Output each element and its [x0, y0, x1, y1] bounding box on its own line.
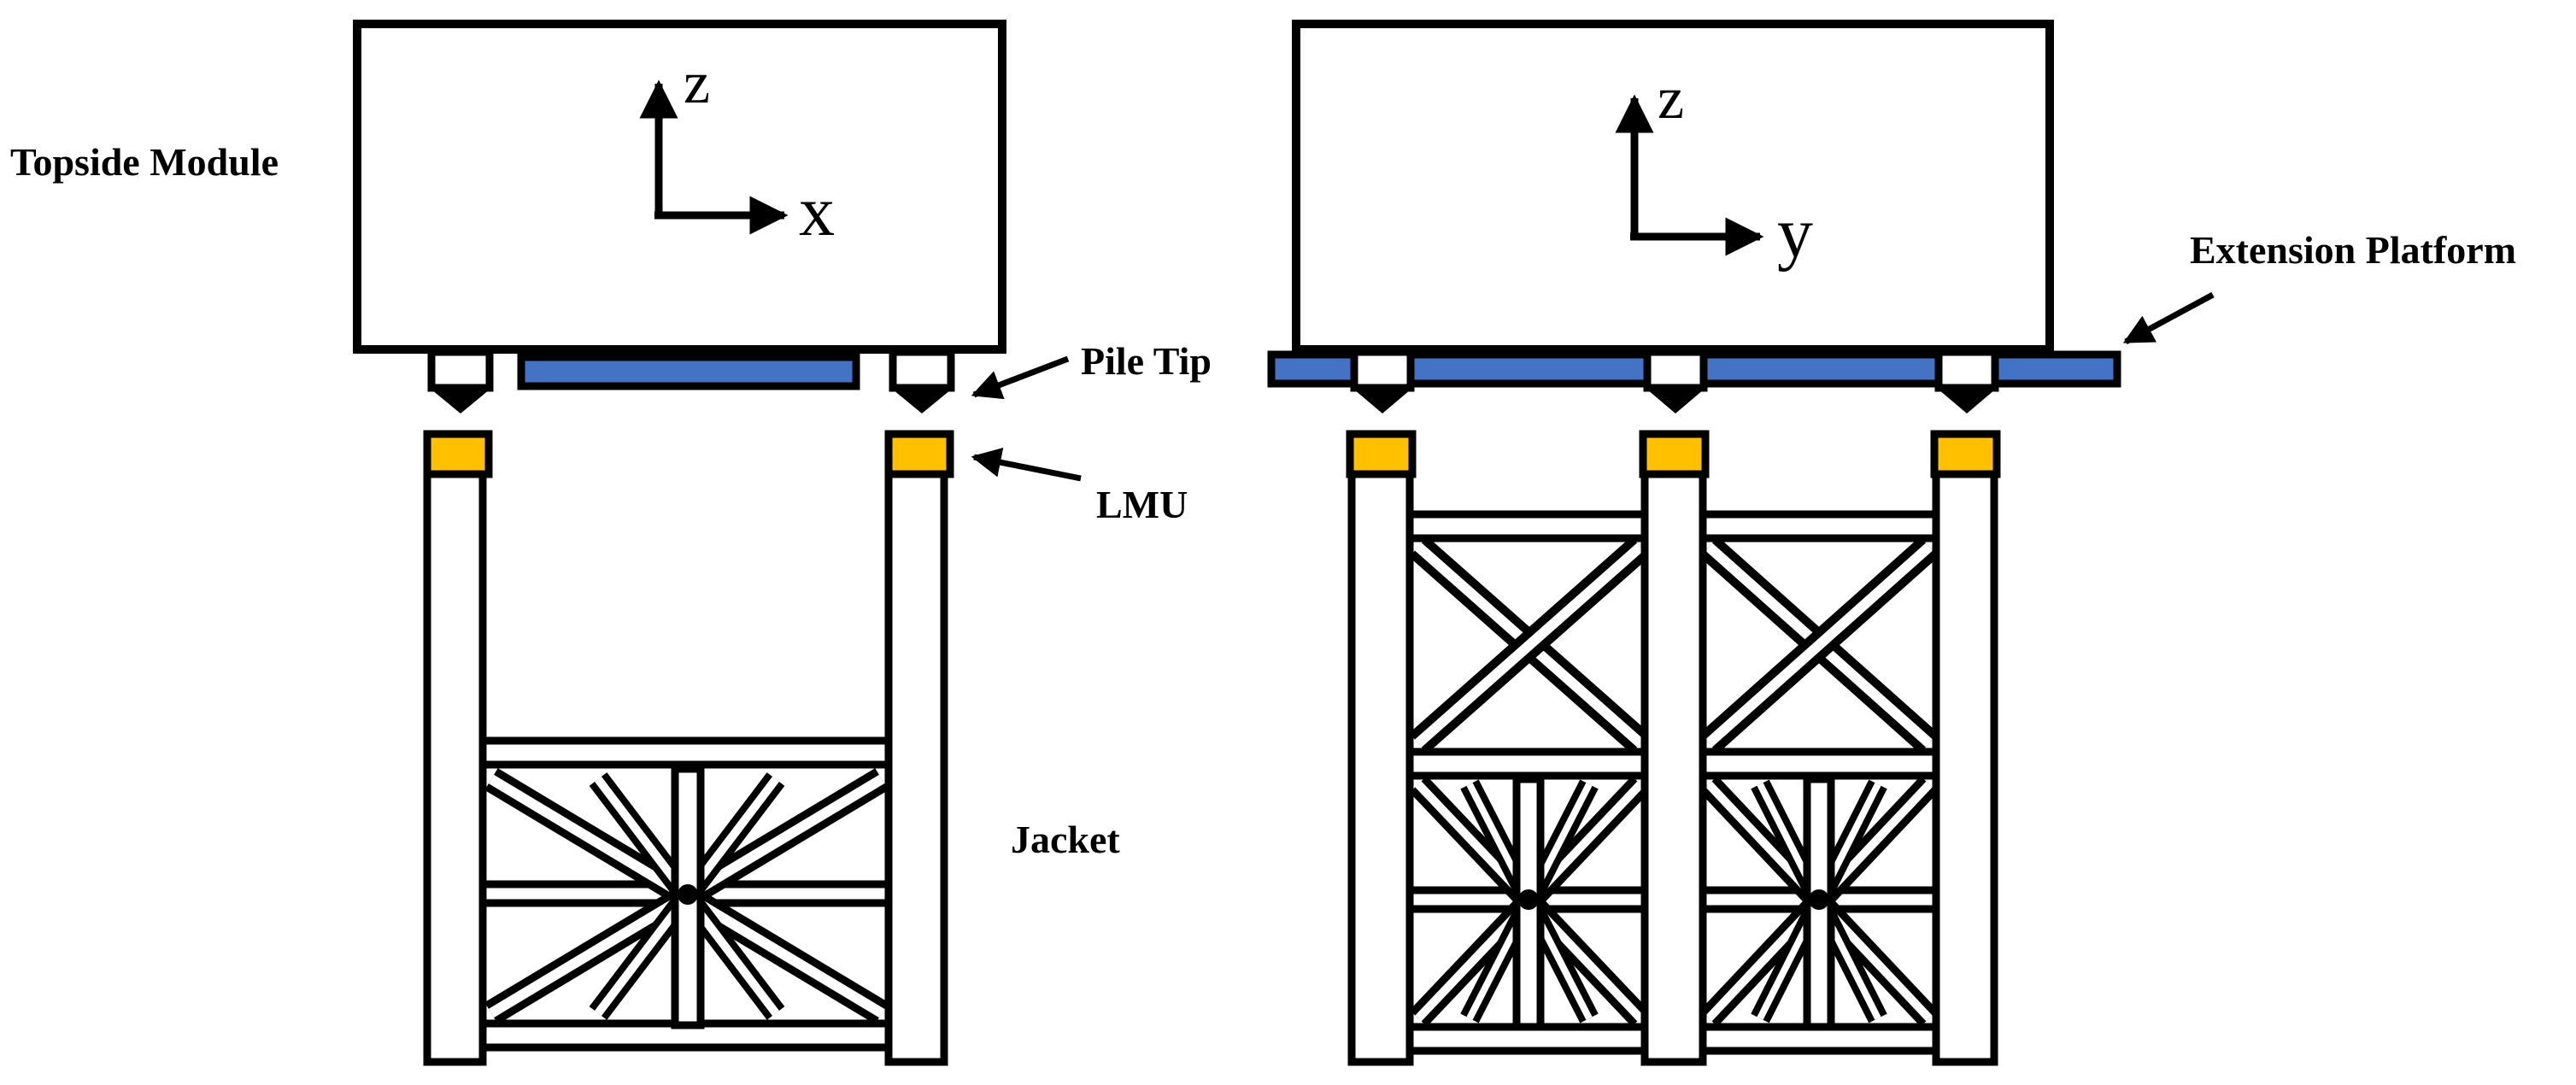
left-view: z x: [353, 20, 1006, 1066]
topside-module-label: Topside Module: [10, 140, 279, 184]
right-axes: [1615, 94, 1764, 256]
right-view: z y: [1267, 20, 2121, 1066]
extension-platform-arrow: [2122, 291, 2215, 345]
right-lmu-2: [1639, 430, 1710, 478]
pile-tip-arrow: [971, 355, 1070, 400]
left-jacket-leg-1: [423, 468, 487, 1066]
right-jacket-leg-2: [1640, 468, 1707, 1066]
right-lmu-3: [1930, 430, 2001, 478]
left-jacket-leg-2: [884, 468, 948, 1066]
left-jacket-bracing: [478, 736, 895, 1052]
right-jacket-leg-1: [1347, 468, 1414, 1066]
left-lmu-1: [423, 430, 493, 478]
pointer-arrows: [971, 291, 2215, 482]
left-axis-z-label: z: [684, 50, 710, 116]
left-pile-tip-1: [427, 348, 494, 413]
left-pile-tip-2: [889, 348, 955, 413]
pile-tip-label: Pile Tip: [1081, 339, 1212, 383]
right-axis-z-label: z: [1658, 66, 1684, 132]
left-topside-module: [353, 20, 1006, 354]
right-pile-tip-2: [1643, 348, 1708, 413]
right-pile-tip-3: [1934, 348, 1999, 413]
left-axis-x-label: x: [799, 172, 835, 251]
right-axis-y-label: y: [1777, 193, 1813, 273]
lmu-label: LMU: [1096, 483, 1188, 526]
left-axes: [639, 79, 789, 235]
lmu-arrow: [971, 448, 1082, 482]
right-topside-module: [1292, 20, 2054, 354]
right-pile-tip-1: [1350, 348, 1415, 413]
jacket-label: Jacket: [1011, 818, 1120, 861]
right-lmu-1: [1346, 430, 1417, 478]
right-jacket-leg-3: [1932, 468, 1998, 1066]
extension-platform-label: Extension Platform: [2190, 228, 2516, 272]
left-lmu-2: [884, 430, 954, 478]
left-extension-platform: [517, 353, 860, 390]
